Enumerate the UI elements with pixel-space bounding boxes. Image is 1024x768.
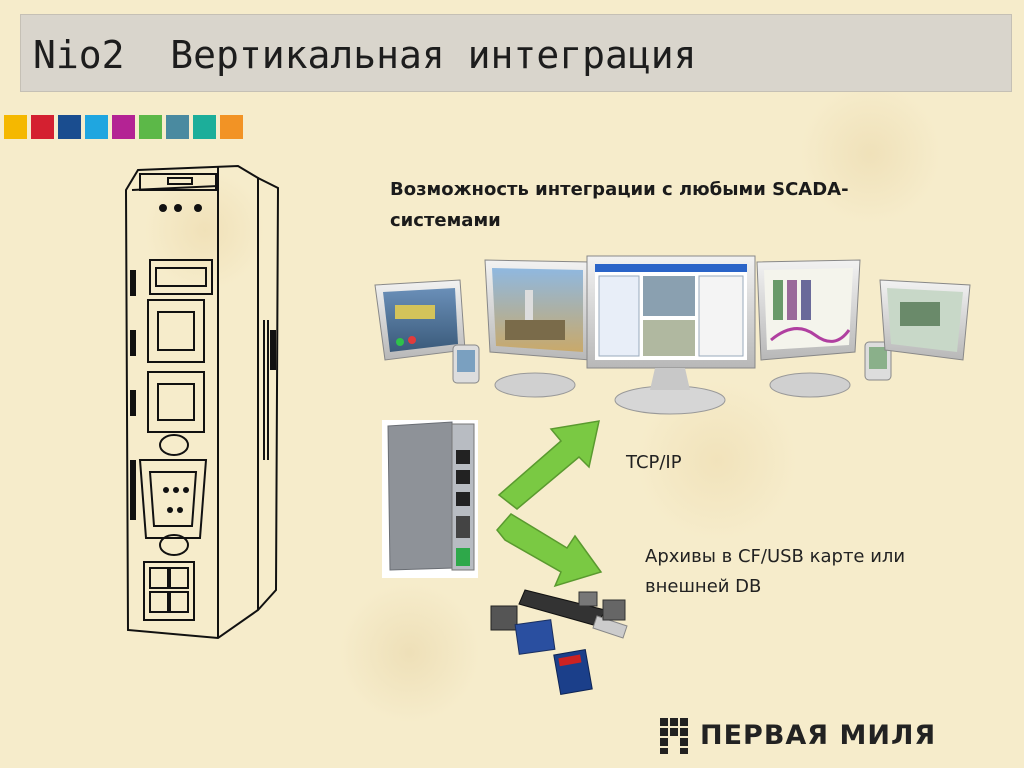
heading-scada-integration: Возможность интеграции с любыми SCADA-си…	[390, 179, 849, 231]
title-bar: Nio2 Вертикальная интеграция	[20, 14, 1012, 92]
slide-title: Nio2 Вертикальная интеграция	[33, 33, 697, 77]
memory-cards-image	[490, 589, 628, 696]
controller-photo	[382, 420, 478, 578]
arrow-down-icon	[496, 513, 603, 588]
logo-mark-icon	[660, 718, 688, 754]
swatch	[58, 115, 81, 139]
swatch	[85, 115, 108, 139]
swatch	[220, 115, 243, 139]
color-swatches	[4, 115, 243, 139]
scada-monitors-image	[374, 255, 971, 415]
device-outline-drawing	[124, 164, 280, 640]
swatch	[139, 115, 162, 139]
swatch	[193, 115, 216, 139]
swatch	[166, 115, 189, 139]
swatch	[31, 115, 54, 139]
swatch	[4, 115, 27, 139]
company-logo: ПЕРВАЯ МИЛЯ	[658, 716, 958, 756]
swatch	[112, 115, 135, 139]
archive-storage-label: Архивы в CF/USB карте или внешней DB	[645, 546, 906, 597]
tcp-ip-label: TCP/IP	[626, 452, 682, 473]
arrow-up-icon	[497, 420, 600, 510]
logo-text: ПЕРВАЯ МИЛЯ	[700, 720, 937, 751]
